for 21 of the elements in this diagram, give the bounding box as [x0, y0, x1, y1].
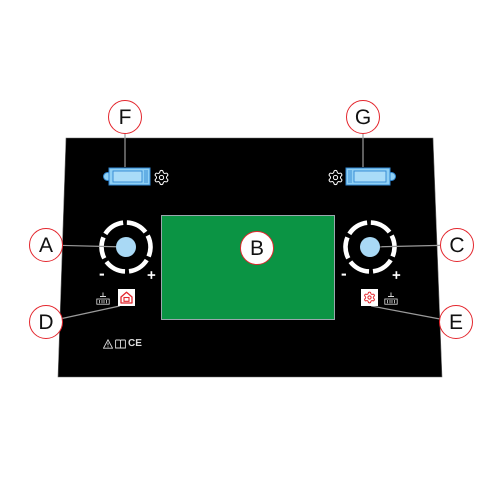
minus-sign: -	[99, 265, 105, 282]
callout-label: F	[108, 100, 142, 134]
leader-line	[124, 134, 126, 167]
plus-sign: +	[147, 268, 156, 283]
ce-mark: CE	[128, 339, 142, 349]
callout-label: E	[439, 305, 473, 339]
toggle-switch	[345, 167, 396, 186]
callout-label: G	[346, 100, 380, 134]
display-screen	[161, 215, 335, 320]
toggle-switch	[103, 167, 151, 186]
leader-line	[362, 134, 364, 167]
leader-line	[62, 244, 116, 248]
leader-line	[62, 305, 120, 319]
callout-label: A	[29, 228, 63, 262]
callout-label: C	[440, 228, 474, 262]
leader-line	[380, 244, 440, 248]
callout-label: B	[240, 231, 274, 265]
leader-line	[371, 305, 440, 320]
minus-sign: -	[341, 265, 347, 282]
callout-label: D	[29, 305, 63, 339]
plus-sign: +	[392, 268, 401, 283]
